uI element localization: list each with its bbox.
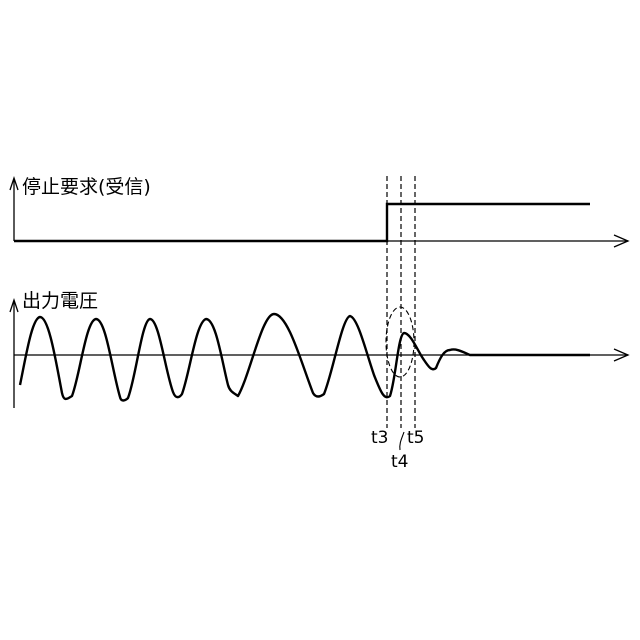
stop-request-label: 停止要求(受信) [22, 178, 151, 197]
output-voltage-label: 出力電圧 [22, 292, 98, 311]
t5-label: t5 [407, 430, 424, 447]
stop-request-waveform [14, 204, 590, 241]
t4-label: t4 [391, 454, 408, 471]
t4-leader [400, 432, 404, 450]
t3-label: t3 [371, 430, 388, 447]
output-voltage-waveform [20, 314, 590, 401]
